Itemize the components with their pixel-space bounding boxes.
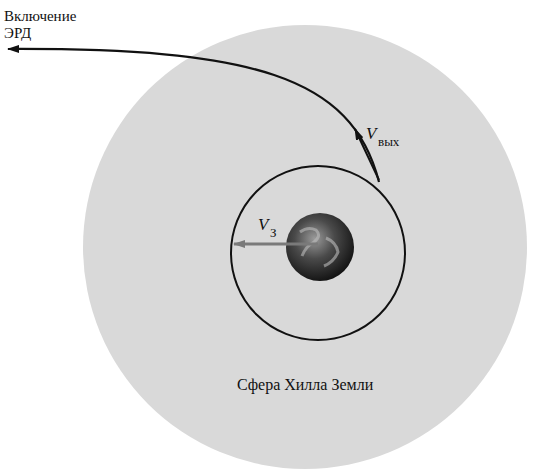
thruster-label: Включение ЭРД xyxy=(4,8,84,43)
earth-clouds xyxy=(300,228,338,266)
velocity-subscript: З xyxy=(270,226,277,241)
region-label: Сфера Хилла Земли xyxy=(237,376,373,394)
velocity-subscript: вых xyxy=(378,135,399,150)
velocity-symbol: V xyxy=(258,215,268,235)
escape-trajectory xyxy=(8,49,379,182)
parking-orbit xyxy=(231,166,405,340)
earth xyxy=(286,213,354,281)
velocity-symbol: V xyxy=(366,124,376,144)
earth-velocity-arrow xyxy=(234,243,318,246)
